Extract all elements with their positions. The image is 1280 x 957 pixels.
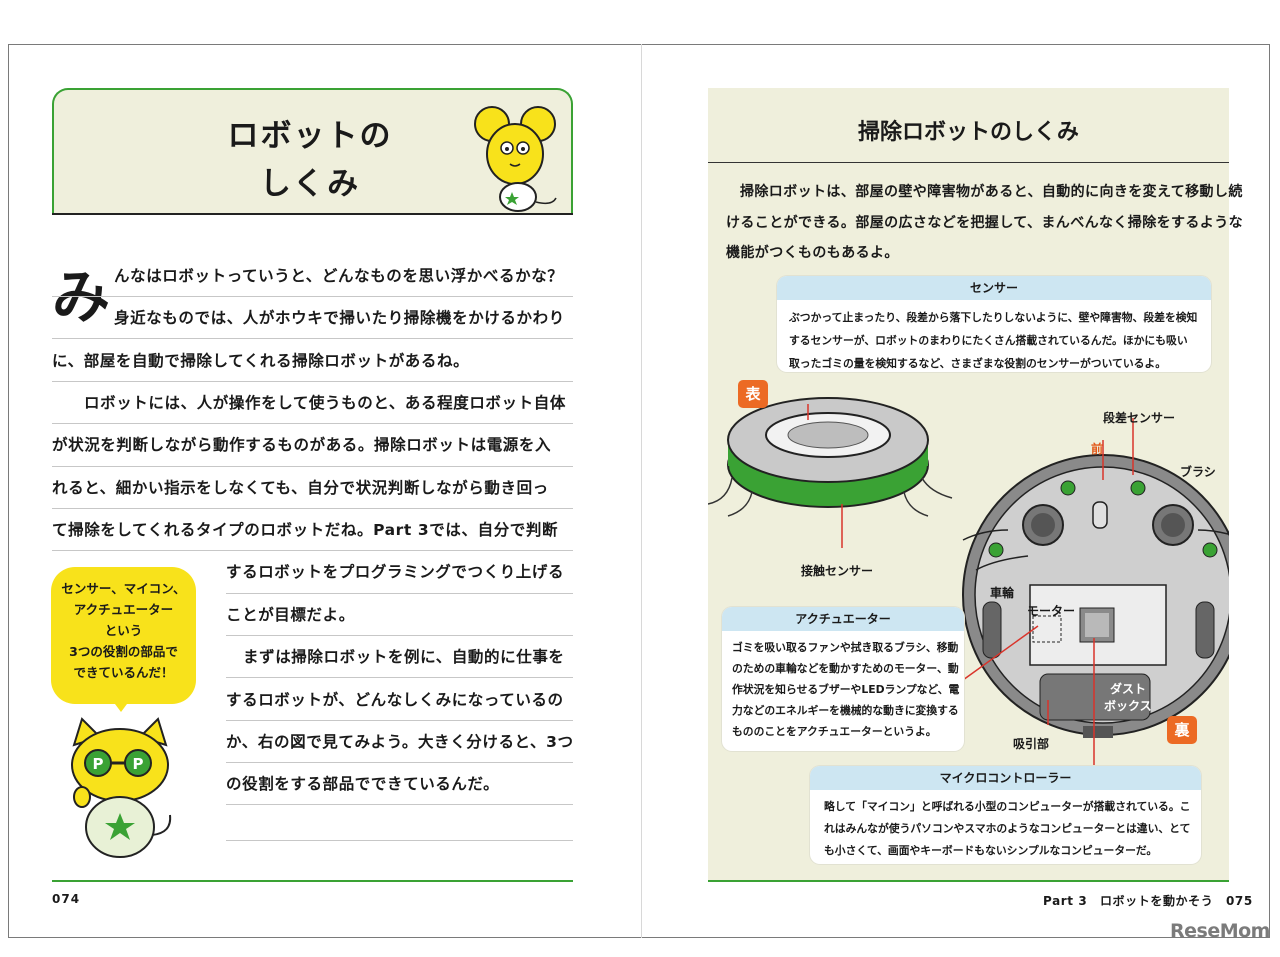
- spread-frame: [8, 44, 1270, 938]
- sensor-infobox: センサー ぶつかって止まったり、段差から落下したりしないように、壁や障害物、段差…: [777, 276, 1211, 372]
- ruled-line: [226, 677, 573, 678]
- page-gutter: [641, 44, 642, 938]
- page-title-left: ロボットの しくみ: [150, 112, 470, 208]
- mouse-mascot-illustration: [474, 106, 557, 212]
- speech-bubble-text: センサー、マイコン、 アクチュエーター という 3つの役割の部品で できているん…: [51, 578, 196, 683]
- intro-text-line: 掃除ロボットは、部屋の壁や障害物があると、自動的に向きを変えて移動し続: [740, 184, 1243, 200]
- speech-bubble: [51, 567, 196, 704]
- cat-mascot-illustration: P P: [71, 717, 172, 858]
- watermark-logo: ReseMom: [1170, 920, 1270, 942]
- title-line-1: ロボットの: [227, 118, 393, 154]
- body-text-line: に、部屋を自動で掃除してくれる掃除ロボットがあるね。: [52, 352, 470, 370]
- infobox-line: 力などのエネルギーを機械的な動きに変換する: [732, 704, 959, 717]
- ruled-line: [52, 381, 573, 382]
- page-bottom-rule: [708, 880, 1229, 882]
- bubble-line: センサー、マイコン、: [61, 581, 186, 596]
- back-view-badge: 裏: [1167, 716, 1197, 744]
- svg-text:P: P: [93, 755, 104, 773]
- ruled-line: [226, 720, 573, 721]
- ruled-line: [52, 296, 573, 297]
- body-text-line: するロボットが、どんなしくみになっているの: [226, 691, 564, 709]
- step-sensor-label: 段差センサー: [1103, 411, 1176, 425]
- infobox-line: 取ったゴミの量を検知するなど、さまざまな役割のセンサーがついているよ。: [789, 357, 1167, 370]
- bubble-line: できているんだ！: [73, 665, 174, 680]
- body-text-line: するロボットをプログラミングでつくり上げる: [226, 563, 565, 581]
- infobox-line: もののことをアクチュエーターというよ。: [732, 725, 937, 738]
- bubble-line: 3つの役割の部品で: [69, 644, 178, 659]
- infobox-line: するセンサーが、ロボットのまわりにたくさん搭載されているんだ。ほかにも吸い: [789, 334, 1188, 347]
- body-text-line: んなはロボットっていうと、どんなものを思い浮かべるかな？: [114, 267, 564, 285]
- ruled-line: [226, 593, 573, 594]
- body-text-line: が状況を判断しながら動作するものがある。掃除ロボットは電源を入: [52, 436, 552, 454]
- body-text-line: ロボットには、人が操作をして使うものと、ある程度ロボット自体: [84, 394, 566, 412]
- body-text-line: 身近なものでは、人がホウキで掃いたり掃除機をかけるかわり: [114, 309, 565, 327]
- front-direction-label: 前: [1091, 442, 1104, 456]
- infobox-line: 略して「マイコン」と呼ばれる小型のコンピューターが搭載されている。こ: [824, 800, 1191, 813]
- infobox-line: ぶつかって止まったり、段差から落下したりしないように、壁や障害物、段差を検知: [789, 311, 1198, 324]
- infobox-line: 作状況を知らせるブザーやLEDランプなど、電: [732, 683, 960, 696]
- actuator-infobox-text: ゴミを吸い取るファンや拭き取るブラシ、移動 のための車輪などを動かすためのモータ…: [722, 631, 964, 742]
- sensor-infobox-heading: センサー: [777, 276, 1211, 300]
- page-bottom-rule: [52, 880, 573, 882]
- body-text-line: ことが目標だよ。: [226, 606, 355, 624]
- microcontroller-infobox-text: 略して「マイコン」と呼ばれる小型のコンピューターが搭載されている。こ れはみんな…: [810, 790, 1201, 862]
- ruled-line: [52, 508, 573, 509]
- body-text-line: まずは掃除ロボットを例に、自動的に仕事を: [243, 648, 565, 666]
- ruled-line: [226, 635, 573, 636]
- svg-text:P: P: [133, 755, 144, 773]
- speech-bubble-tail: [112, 700, 130, 712]
- contact-sensor-label: 接触センサー: [801, 564, 874, 578]
- suction-label: 吸引部: [1013, 737, 1050, 751]
- body-text-line: か、右の図で見てみよう。大きく分けると、3つ: [226, 733, 574, 751]
- brush-label: ブラシ: [1180, 465, 1216, 479]
- page-title-right: 掃除ロボットのしくみ: [858, 120, 1079, 145]
- ruled-line: [52, 338, 573, 339]
- page-number-left: 074: [52, 892, 81, 906]
- robot-cleaner-diagram: [708, 397, 1229, 775]
- drop-cap: み: [52, 263, 111, 331]
- motor-label: モーター: [1027, 604, 1076, 618]
- body-text-line: て掃除をしてくれるタイプのロボットだね。Part 3では、自分で判断: [52, 521, 559, 539]
- infobox-line: も小さくて、画面やキーボードもないシンプルなコンピューターだ。: [824, 844, 1158, 857]
- intro-text-line: けることができる。部屋の広さなどを把握して、まんべんなく掃除をするような: [726, 215, 1243, 231]
- front-view-badge: 表: [738, 380, 768, 408]
- infobox-line: れはみんなが使うパソコンやスマホのようなコンピューターとは違い、とて: [824, 822, 1191, 835]
- microcontroller-infobox-heading: マイクロコントローラー: [810, 766, 1201, 790]
- ruled-line: [52, 550, 573, 551]
- infobox-line: ゴミを吸い取るファンや拭き取るブラシ、移動: [732, 641, 959, 654]
- dust-box-label-line2: ボックス: [1104, 699, 1152, 713]
- dust-box-label-line1: ダスト: [1110, 682, 1147, 696]
- actuator-infobox-heading: アクチュエーター: [722, 607, 964, 631]
- page-footer-right: Part 3 ロボットを動かそう 075: [1043, 894, 1253, 908]
- ruled-line: [226, 762, 573, 763]
- actuator-infobox: アクチュエーター ゴミを吸い取るファンや拭き取るブラシ、移動 のための車輪などを…: [722, 607, 964, 751]
- wheel-label: 車輪: [990, 586, 1015, 600]
- body-text-line: の役割をする部品でできているんだ。: [226, 775, 500, 793]
- ruled-line: [226, 840, 573, 841]
- ruled-line: [226, 804, 573, 805]
- title-line-2: しくみ: [259, 166, 361, 202]
- sensor-infobox-text: ぶつかって止まったり、段差から落下したりしないように、壁や障害物、段差を検知 す…: [777, 300, 1211, 375]
- ruled-line: [52, 466, 573, 467]
- bubble-line: という: [104, 623, 143, 638]
- title-underline: [52, 213, 573, 215]
- intro-text-line: 機能がつくものもあるよ。: [726, 245, 899, 261]
- body-text-line: れると、細かい指示をしなくても、自分で状況判断しながら動き回っ: [52, 479, 549, 497]
- infobox-line: のための車輪などを動かすためのモーター、動: [732, 662, 959, 675]
- bubble-line: アクチュエーター: [73, 602, 174, 617]
- microcontroller-infobox: マイクロコントローラー 略して「マイコン」と呼ばれる小型のコンピューターが搭載さ…: [810, 766, 1201, 864]
- title-underline: [708, 162, 1229, 163]
- ruled-line: [52, 423, 573, 424]
